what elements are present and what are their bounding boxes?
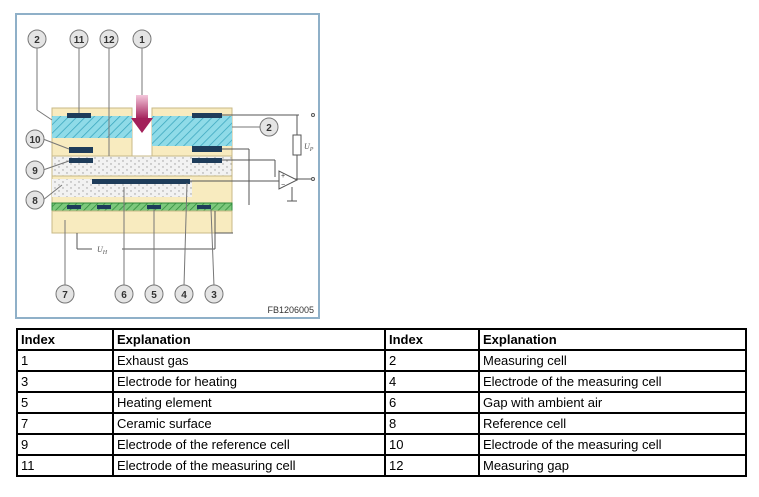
callout-8: 8 [25, 184, 63, 210]
header-index-1: Index [16, 328, 114, 351]
svg-text:3: 3 [211, 290, 217, 301]
row-index: 3 [16, 370, 114, 393]
ceramic-bottom [51, 210, 233, 234]
electrode-right-upper [192, 146, 222, 152]
electrode-4 [92, 179, 190, 184]
svg-text:1: 1 [139, 35, 145, 46]
terminal-1 [311, 113, 315, 117]
row-index: 4 [384, 370, 480, 393]
row-explanation: Exhaust gas [112, 349, 386, 372]
svg-text:2: 2 [266, 123, 272, 134]
electrode-9 [69, 158, 93, 163]
svg-text:7: 7 [62, 290, 68, 301]
figure-code: FB1206005 [267, 305, 314, 315]
callout-5: 5 [144, 209, 164, 304]
row-index: 11 [16, 454, 114, 477]
callout-6: 6 [114, 187, 134, 304]
row-index: 8 [384, 412, 480, 435]
amplifier [278, 170, 299, 190]
svg-text:2: 2 [34, 35, 40, 46]
row-index: 6 [384, 391, 480, 414]
amp-minus: − [281, 182, 285, 189]
callouts: 2 11 12 1 2 10 9 8 7 6 5 4 3 [25, 29, 279, 304]
callout-1: 1 [132, 29, 152, 95]
callout-2-top: 2 [27, 29, 53, 121]
measuring-cell-hatch-right [152, 116, 232, 146]
up-resistor [292, 134, 302, 156]
row-explanation: Electrode of the measuring cell [478, 433, 747, 456]
row-explanation: Measuring cell [478, 349, 747, 372]
row-explanation: Measuring gap [478, 454, 747, 477]
svg-text:5: 5 [151, 290, 157, 301]
svg-text:6: 6 [121, 290, 127, 301]
sensor-diagram: + − UP UH 2 11 12 1 2 10 9 8 7 6 5 4 3 F… [15, 13, 320, 319]
row-index: 9 [16, 433, 114, 456]
row-explanation: Electrode of the measuring cell [478, 370, 747, 393]
amp-plus: + [281, 173, 285, 180]
terminal-2 [311, 177, 315, 181]
heater-contact-d [197, 205, 211, 209]
callout-3: 3 [204, 208, 224, 304]
sensor-cross-section: + − UP UH 2 11 12 1 2 10 9 8 7 6 5 4 3 F… [25, 29, 315, 315]
header-explanation-1: Explanation [112, 328, 386, 351]
row-index: 10 [384, 433, 480, 456]
row-explanation: Gap with ambient air [478, 391, 747, 414]
svg-text:9: 9 [32, 166, 38, 177]
header-index-2: Index [384, 328, 480, 351]
row-index: 2 [384, 349, 480, 372]
row-index: 7 [16, 412, 114, 435]
heater-contact-c [147, 205, 161, 209]
svg-text:11: 11 [74, 35, 85, 46]
up-label: UP [304, 142, 314, 153]
electrode-10 [69, 147, 93, 153]
heater-contact-a [67, 205, 81, 209]
electrode-right-lower [192, 158, 222, 163]
row-index: 12 [384, 454, 480, 477]
row-explanation: Ceramic surface [112, 412, 386, 435]
row-index: 1 [16, 349, 114, 372]
exhaust-arrow-shaft [136, 95, 148, 119]
callout-4: 4 [174, 182, 194, 304]
svg-text:10: 10 [29, 135, 41, 146]
row-index: 5 [16, 391, 114, 414]
row-explanation: Electrode of the measuring cell [112, 454, 386, 477]
svg-text:4: 4 [181, 290, 187, 301]
callout-2-right: 2 [232, 117, 279, 137]
svg-text:12: 12 [103, 35, 115, 46]
row-explanation: Electrode of the reference cell [112, 433, 386, 456]
measuring-cell-hatch-left [52, 116, 132, 138]
table-header-row: Index Explanation Index Explanation [16, 328, 747, 351]
electrode-11 [67, 113, 91, 118]
callout-10: 10 [25, 129, 70, 150]
electrode-2-top [192, 113, 222, 118]
callout-9: 9 [25, 160, 70, 180]
heater-contact-b [97, 205, 111, 209]
row-explanation: Electrode for heating [112, 370, 386, 393]
uh-label: UH [97, 245, 108, 256]
exhaust-arrow-head [131, 118, 153, 133]
row-explanation: Heating element [112, 391, 386, 414]
callout-12: 12 [99, 29, 119, 156]
row-explanation: Reference cell [478, 412, 747, 435]
svg-text:8: 8 [32, 196, 38, 207]
header-explanation-2: Explanation [478, 328, 747, 351]
callout-7: 7 [55, 220, 75, 304]
callout-11: 11 [69, 29, 89, 113]
